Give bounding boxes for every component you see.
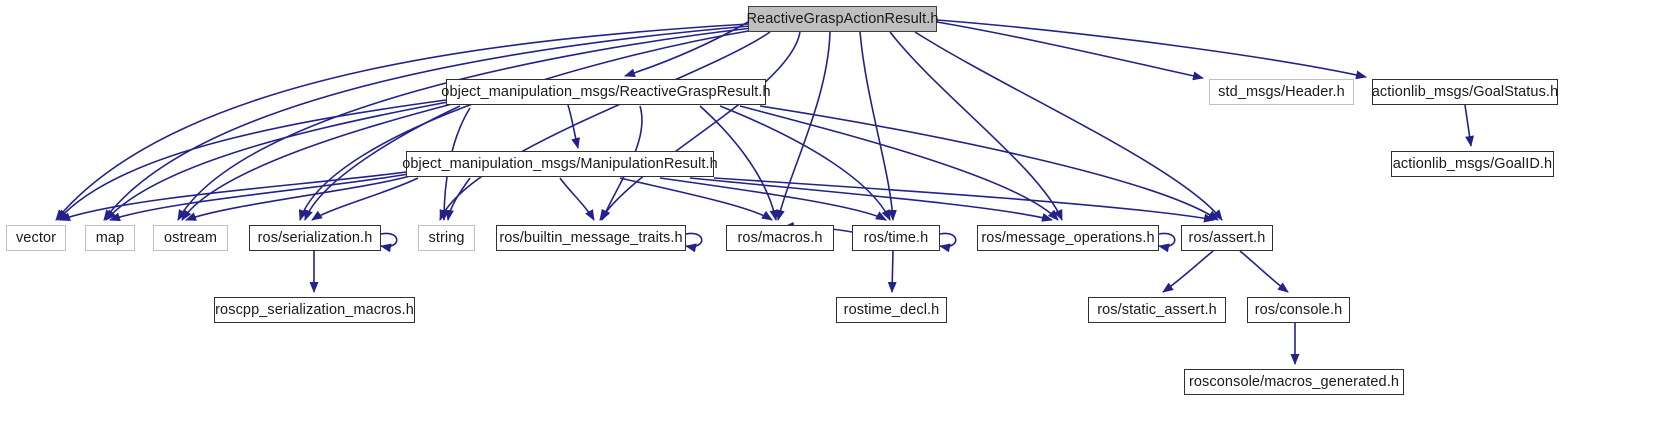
edge-mr-ostream (185, 175, 411, 221)
edge-mr-serialization (311, 177, 419, 221)
edge-mr-assert (713, 177, 1215, 223)
node-ros-time[interactable]: ros/time.h (852, 225, 940, 251)
edge-root-vector (55, 23, 749, 221)
node-label: string (428, 230, 465, 246)
edge-rg-serialization (304, 105, 461, 221)
node-ros-assert[interactable]: ros/assert.h (1181, 225, 1273, 251)
node-label: ros/macros.h (737, 230, 823, 246)
node-ros-macros[interactable]: ros/macros.h (726, 225, 834, 251)
node-label: ros/builtin_message_traits.h (499, 230, 683, 246)
edge-assert-staticassert (1162, 250, 1214, 293)
edge-root-assert (914, 31, 1223, 221)
node-map[interactable]: map (85, 225, 135, 251)
node-label: ros/serialization.h (257, 230, 373, 246)
edge-root-ostream (177, 27, 753, 221)
edge-mr-vector (59, 171, 407, 222)
edge-root-time (859, 31, 897, 221)
edges-group (55, 19, 1475, 365)
edge-serialization-self (380, 232, 398, 253)
edge-rg-vector (57, 99, 447, 221)
node-label: roscpp_serialization_macros.h (215, 302, 414, 318)
node-label: rostime_decl.h (843, 302, 940, 318)
edge-msgops-self (1158, 232, 1176, 253)
edge-root-builtin (599, 31, 801, 221)
node-label: ros/static_assert.h (1097, 302, 1217, 318)
node-vector[interactable]: vector (6, 225, 66, 251)
node-rosconsole-macros-generated[interactable]: rosconsole/macros_generated.h (1184, 369, 1404, 395)
edge-rgresult-manres (567, 104, 580, 149)
node-label: actionlib_msgs/GoalStatus.h (1371, 84, 1559, 100)
node-reactive-grasp-action-result[interactable]: ReactiveGraspActionResult.h (746, 6, 939, 32)
node-actionlib-msgs-goal-status[interactable]: actionlib_msgs/GoalStatus.h (1372, 79, 1558, 105)
edge-rg-macros (699, 105, 779, 221)
node-std-msgs-header[interactable]: std_msgs/Header.h (1209, 79, 1354, 105)
node-string[interactable]: string (418, 225, 475, 251)
edge-mr-time (659, 177, 887, 221)
node-ros-builtin-message-traits[interactable]: ros/builtin_message_traits.h (496, 225, 686, 251)
edge-rg-map (105, 101, 449, 221)
node-ros-static-assert[interactable]: ros/static_assert.h (1088, 297, 1226, 323)
node-label: rosconsole/macros_generated.h (1188, 374, 1400, 390)
node-label: ros/message_operations.h (981, 230, 1155, 246)
node-label: ros/console.h (1254, 302, 1343, 318)
edge-builtin-self (685, 232, 703, 253)
node-label: object_manipulation_msgs/ManipulationRes… (402, 156, 718, 172)
node-label: std_msgs/Header.h (1218, 84, 1345, 100)
node-actionlib-msgs-goal-id[interactable]: actionlib_msgs/GoalID.h (1391, 151, 1554, 177)
node-ros-message-operations[interactable]: ros/message_operations.h (977, 225, 1159, 251)
edge-root-msgops (889, 31, 1063, 221)
node-label: ros/time.h (863, 230, 929, 246)
edge-rg-assert (759, 105, 1219, 221)
node-rostime-decl[interactable]: rostime_decl.h (836, 297, 947, 323)
node-ostream[interactable]: ostream (153, 225, 228, 251)
edge-goalstatus-goalid (1464, 104, 1475, 147)
node-label: map (95, 230, 125, 246)
node-ros-serialization[interactable]: ros/serialization.h (249, 225, 381, 251)
node-object-manipulation-msgs-reactive-grasp-result[interactable]: object_manipulation_msgs/ReactiveGraspRe… (441, 79, 771, 105)
node-label: ReactiveGraspActionResult.h (746, 11, 939, 27)
edge-mr-map (109, 173, 409, 222)
edge-time-rostimedecl (887, 250, 897, 293)
node-label: object_manipulation_msgs/ReactiveGraspRe… (441, 84, 771, 100)
edge-root-macros (775, 31, 831, 221)
edge-mr-msgops (689, 177, 1053, 222)
edge-root-header (936, 21, 1204, 81)
edge-mr-macros (619, 177, 773, 221)
edge-assert-console (1239, 250, 1289, 293)
edge-time-self (939, 232, 957, 253)
node-label: vector (15, 230, 57, 246)
node-object-manipulation-msgs-manipulation-result[interactable]: object_manipulation_msgs/ManipulationRes… (402, 151, 718, 177)
node-roscpp-serialization-macros[interactable]: roscpp_serialization_macros.h (214, 297, 415, 323)
edge-root-serialization (298, 29, 755, 221)
node-label: ostream (163, 230, 218, 246)
edge-rg-msgops (739, 105, 1059, 221)
edge-mr-builtin (559, 177, 595, 221)
edge-root-string (439, 31, 771, 221)
node-ros-console[interactable]: ros/console.h (1247, 297, 1350, 323)
node-label: ros/assert.h (1188, 230, 1266, 246)
edge-root-map (103, 25, 751, 221)
edge-mr-string (444, 177, 471, 221)
edge-rg-time (719, 105, 891, 221)
edge-root-goalstatus (936, 19, 1367, 80)
node-label: actionlib_msgs/GoalID.h (1392, 156, 1553, 172)
